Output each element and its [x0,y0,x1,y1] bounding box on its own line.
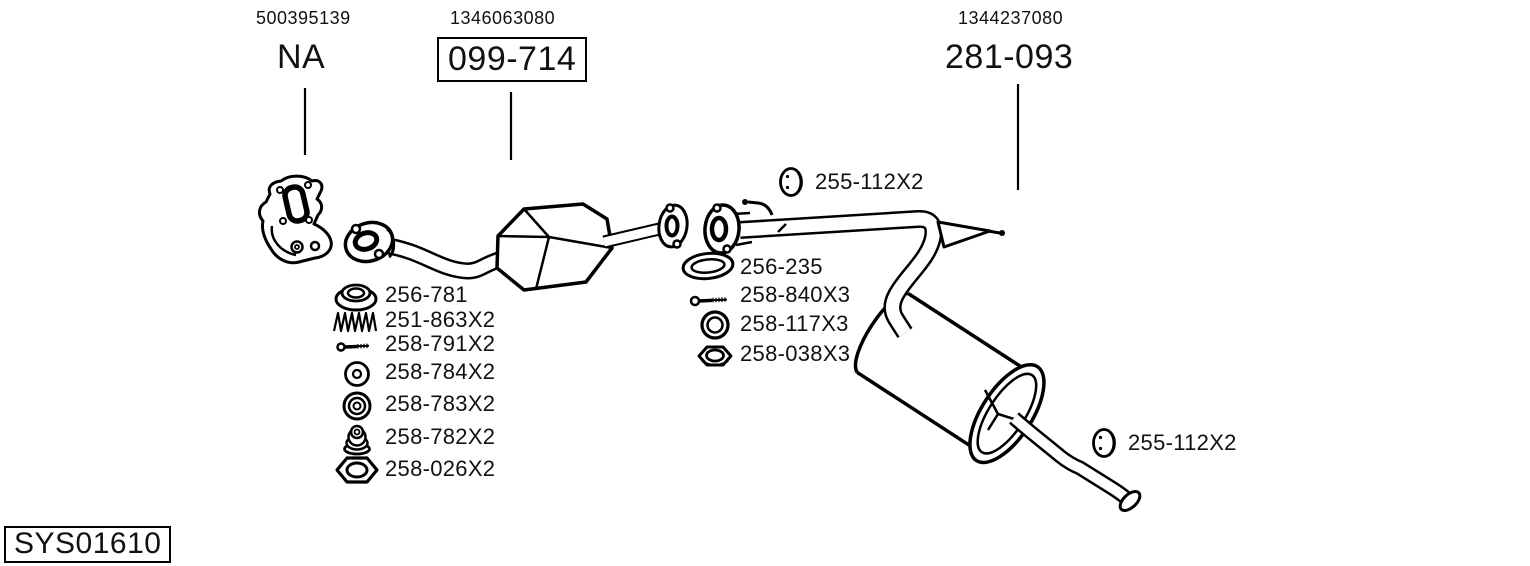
part-number-label: 251-863X2 [385,307,496,332]
rear-pipe-drawing [739,199,943,338]
part-number-label: 258-026X2 [385,456,496,481]
assembly-code-label: 281-093 [945,38,1074,76]
part-number-label: 258-840X3 [740,282,851,307]
grommet-icon [342,391,372,421]
part-number-label: 258-117X3 [740,311,849,336]
rubber-mount-icon [343,424,371,456]
part-number-label: 258-784X2 [385,359,496,384]
rubber-hanger-icon [1092,428,1116,458]
part-number-label: 258-038X3 [740,341,851,366]
pipe-bracket-drawing [936,220,1005,249]
nut-icon [335,456,379,484]
bolt-icon [336,342,370,352]
washer-icon [344,361,370,387]
assembly-code-label: NA [277,38,326,76]
part-number-label: 258-791X2 [385,331,496,356]
system-code-badge: SYS01610 [4,526,172,563]
flange-nut-icon [697,345,733,367]
tailpipe-drawing [1009,412,1142,512]
front-section-end-flange-drawing [657,203,689,249]
muffler-drawing [853,291,1046,465]
hanger-part-label: 255-112X2 [815,169,924,194]
bolt-icon [689,295,728,307]
front-flange-drawing [343,220,396,264]
gasket-ring-icon [681,251,735,281]
part-number-label: 256-235 [740,254,823,279]
oem-ref-label: 1344237080 [958,8,1064,28]
rubber-hanger-icon [779,167,803,197]
gasket-cone-icon [334,283,378,312]
pipe-hanger-rod-front [747,200,774,216]
front-pipe-drawing [386,237,505,280]
part-number-label: 258-783X2 [385,391,496,416]
part-number-label: 256-781 [385,282,468,307]
oem-ref-label: 500395139 [256,8,351,28]
spring-icon [332,311,378,333]
hanger-part-label: 255-112X2 [1128,430,1237,455]
tailpipe-tip [1118,490,1142,512]
part-number-label: 258-782X2 [385,424,496,449]
oem-ref-label: 1346063080 [450,8,556,28]
manifold-flange-drawing [257,174,333,265]
assembly-code-badge: 099-714 [437,37,588,82]
muffler-endcap-mark [983,389,1015,431]
washer-icon [700,310,730,340]
catalytic-converter-drawing [495,202,614,292]
